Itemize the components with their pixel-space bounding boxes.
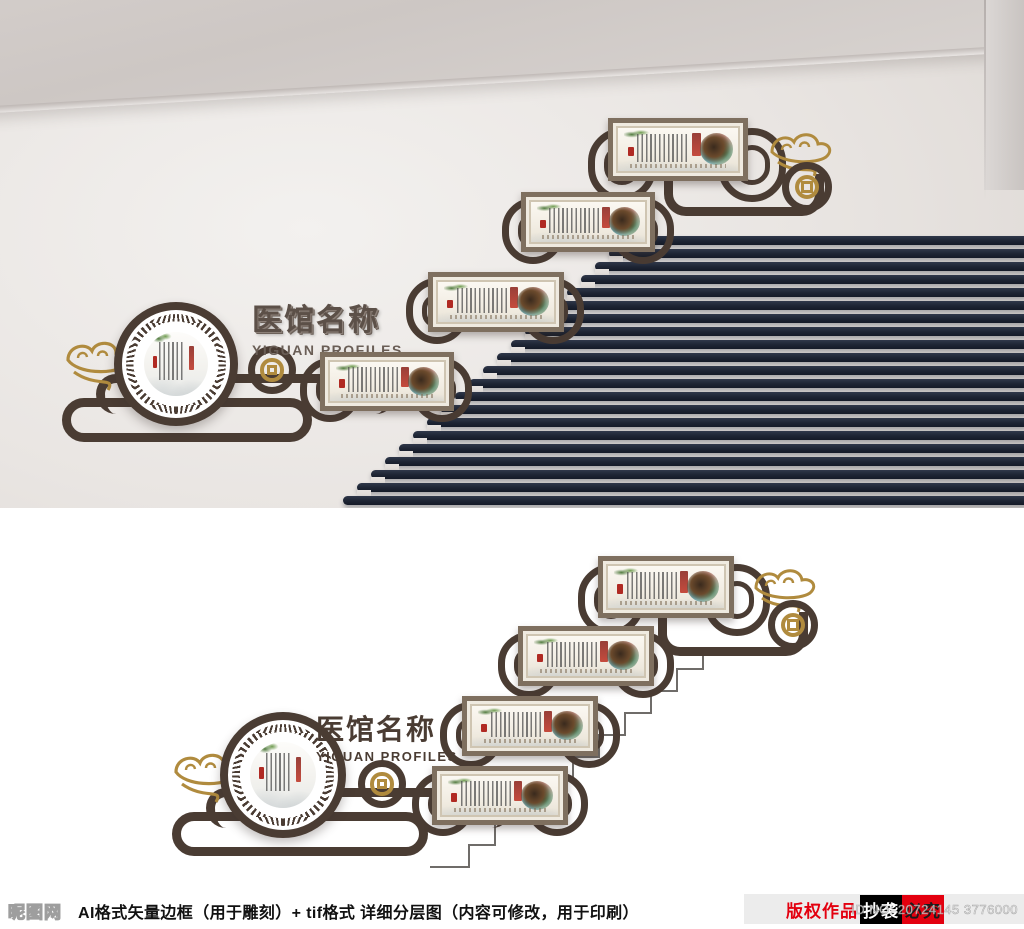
brand-title-flat: 医馆名称 YIGUAN PROFILES	[316, 714, 458, 764]
brand-title-cn-flat: 医馆名称	[316, 714, 437, 745]
stairwell-scene-photo: 医馆名称 YIGUAN PROFILES	[0, 0, 1024, 508]
plaque-3[interactable]	[521, 192, 655, 252]
wall-art-group-3	[502, 192, 674, 272]
copyright-prefix: 版权作品	[786, 901, 858, 921]
site-watermark-logo: 昵图网	[7, 902, 62, 922]
copyright-black-word: 抄袭	[860, 894, 902, 924]
staircase-photo	[343, 236, 1024, 508]
plaque-1[interactable]	[320, 352, 454, 411]
flat-art-group-main: 医馆名称 YIGUAN PROFILES	[158, 708, 638, 878]
file-format-description: AI格式矢量边框（用于雕刻）+ tif格式 详细分层图（内容可修改，用于印刷）	[78, 905, 639, 922]
flat-art-group-1	[412, 766, 588, 844]
longevity-medallion-4	[782, 162, 832, 212]
copyright-badge: 版权作品 抄袭 必究	[784, 894, 944, 924]
plaque-4[interactable]	[608, 118, 748, 181]
flat-longevity-medallion-4	[768, 600, 818, 650]
flat-circle-panel[interactable]	[220, 712, 346, 838]
flat-art-group-2	[440, 696, 620, 776]
wall-art-group-1	[300, 352, 474, 430]
wall-art-group-2	[406, 272, 584, 352]
wall-art-group-4	[586, 118, 836, 228]
flat-plaque-2[interactable]	[462, 696, 598, 756]
flat-plaque-4[interactable]	[598, 556, 734, 618]
wall-right-return	[984, 0, 1024, 190]
flat-art-group-4	[576, 556, 826, 666]
circle-panel[interactable]	[114, 302, 238, 426]
copyright-red-word: 必究	[902, 894, 944, 924]
flat-layout-diagram: 医馆名称 YIGUAN PROFILES	[0, 508, 1024, 890]
watermark-id: ID NO: 20724145 3776000	[851, 902, 1018, 918]
wall-art-group-main: 医馆名称 YIGUAN PROFILES	[52, 296, 522, 466]
brand-title-en-flat: YIGUAN PROFILES	[316, 749, 458, 764]
footer-bar: 昵图网 AI格式矢量边框（用于雕刻）+ tif格式 详细分层图（内容可修改，用于…	[0, 890, 1024, 929]
flat-longevity-medallion-main	[358, 760, 406, 808]
flat-plaque-1[interactable]	[432, 766, 568, 825]
longevity-medallion-main	[248, 346, 296, 394]
flat-plaque-3[interactable]	[518, 626, 654, 686]
wall-corner-seam	[984, 0, 986, 200]
brand-title-photo: 医馆名称 YIGUAN PROFILES	[252, 304, 403, 358]
plaque-2[interactable]	[428, 272, 564, 332]
flat-art-group-3	[498, 626, 674, 706]
brand-title-cn: 医馆名称	[252, 304, 380, 337]
